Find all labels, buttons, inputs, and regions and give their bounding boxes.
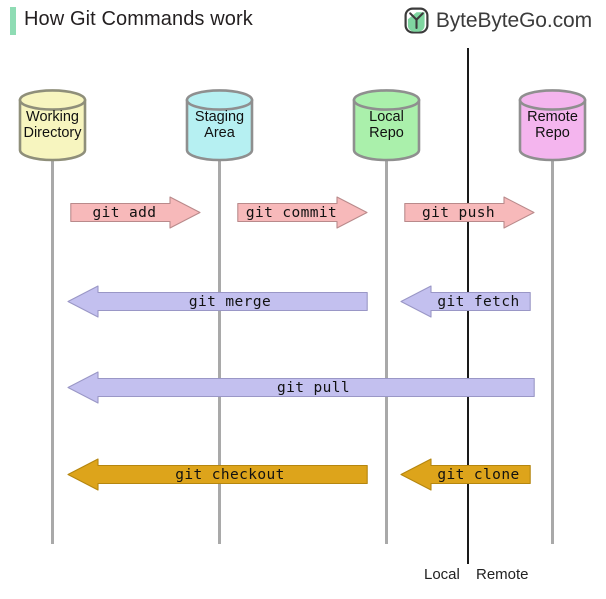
brand: ByteByteGo.com — [404, 7, 592, 34]
node-remote-repo[interactable]: Remote Repo — [517, 88, 588, 162]
node-staging-area[interactable]: Staging Area — [184, 88, 255, 162]
arrow-git-fetch[interactable]: git fetch — [400, 285, 531, 318]
lifeline-staging-area — [218, 152, 221, 544]
footer-local-label: Local — [424, 566, 460, 583]
page-title: How Git Commands work — [24, 8, 253, 30]
arrow-git-pull[interactable]: git pull — [66, 371, 535, 404]
node-working-directory[interactable]: Working Directory — [17, 88, 88, 162]
lifeline-remote-repo — [551, 152, 554, 544]
bytebytego-logo-icon — [404, 7, 429, 34]
header: How Git Commands work ByteByteGo.com — [0, 0, 606, 48]
arrow-git-commit[interactable]: git commit — [237, 196, 368, 229]
lifeline-local-repo — [385, 152, 388, 544]
arrow-git-checkout[interactable]: git checkout — [66, 458, 368, 491]
node-local-repo[interactable]: Local Repo — [351, 88, 422, 162]
lifeline-working-directory — [51, 152, 54, 544]
arrow-git-clone[interactable]: git clone — [400, 458, 531, 491]
arrow-git-push[interactable]: git push — [404, 196, 535, 229]
footer-remote-label: Remote — [476, 566, 529, 583]
arrow-git-add[interactable]: git add — [70, 196, 201, 229]
title-accent-bar — [10, 7, 16, 35]
arrow-git-merge[interactable]: git merge — [66, 285, 368, 318]
brand-name: ByteByteGo.com — [435, 8, 592, 32]
